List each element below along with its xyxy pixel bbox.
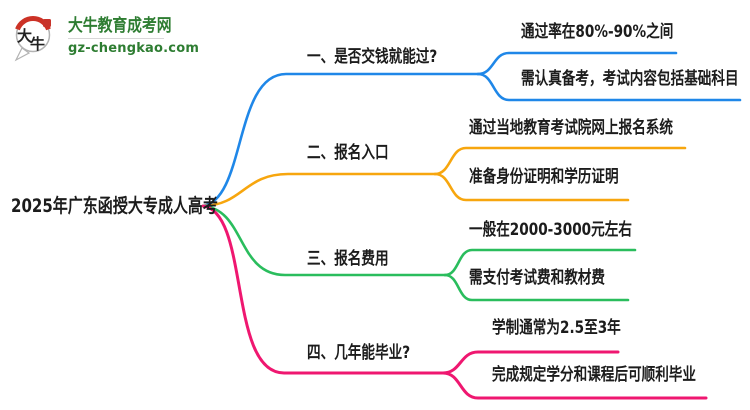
brand-name: 大牛教育成考网 — [68, 16, 172, 36]
branch-3-child-1-line — [443, 248, 637, 277]
branch-2-child-1-line — [433, 146, 687, 176]
branch-2-child-2-line — [433, 172, 630, 202]
branch-2-child-2: 准备身份证明和学历证明 — [469, 167, 619, 187]
branch-3-child-2-line — [443, 273, 630, 302]
branch-1-child-2-line — [476, 72, 742, 102]
root-node: 2025年广东函授大专成人高考 — [11, 195, 218, 217]
branch-1-child-2: 需认真备考，考试内容包括基础科目 — [521, 69, 739, 89]
branch-4-child-1: 学制通常为2.5至3年 — [492, 318, 621, 338]
site-logo: 大 牛 大牛教育成考网 gz-chengkao.com — [10, 12, 210, 64]
branch-3-label: 三、报名费用 — [307, 249, 389, 269]
branch-4-child-2-line — [441, 371, 708, 400]
branch-2-child-1: 通过当地教育考试院网上报名系统 — [469, 118, 673, 138]
branch-4-child-2: 完成规定学分和课程后可顺利毕业 — [492, 365, 696, 385]
branch-1-child-1: 通过率在80%-90%之间 — [521, 22, 674, 42]
branch-3-child-1: 一般在2000-3000元左右 — [469, 220, 632, 240]
logo-char-1: 大 — [17, 27, 32, 45]
branch-1-label: 一、是否交钱就能过? — [307, 47, 438, 67]
branch-2-line — [201, 172, 437, 208]
logo-char-2: 牛 — [30, 35, 45, 53]
branch-3-child-2: 需支付考试费和教材费 — [469, 268, 605, 288]
brand-divider — [68, 38, 164, 39]
branch-3-line — [201, 204, 447, 277]
branch-2-label: 二、报名入口 — [307, 143, 389, 163]
branch-4-label: 四、几年能毕业? — [307, 343, 411, 363]
brand-domain: gz-chengkao.com — [68, 41, 200, 56]
branch-4-line — [201, 204, 445, 375]
branch-1-child-1-line — [476, 51, 678, 76]
bull-logo-icon: 大 牛 — [14, 16, 51, 62]
branch-1-line — [201, 72, 480, 208]
